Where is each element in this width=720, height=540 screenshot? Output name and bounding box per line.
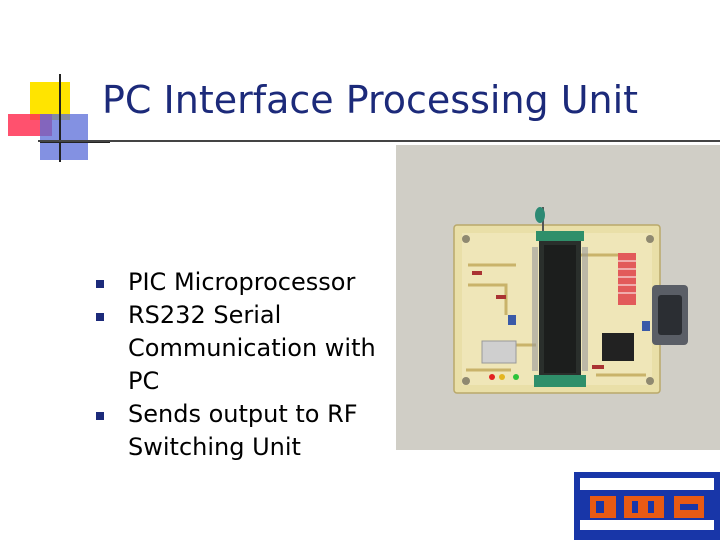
circuit-board-photo: [396, 145, 720, 450]
title-divider: [38, 140, 720, 142]
bullet-item: PIC Microprocessor: [96, 266, 396, 299]
bullet-item: Sends output to RF Switching Unit: [96, 398, 396, 464]
slide-title: PC Interface Processing Unit: [102, 78, 639, 122]
square-bullet-icon: [96, 412, 104, 420]
company-logo-icon: [574, 472, 720, 540]
title-accent-graphic: [8, 74, 110, 162]
bullet-text: Sends output to RF Switching Unit: [128, 400, 358, 461]
bullet-text: RS232 Serial Communication with PC: [128, 301, 376, 395]
square-bullet-icon: [96, 280, 104, 288]
bullet-item: RS232 Serial Communication with PC: [96, 299, 396, 398]
square-bullet-icon: [96, 313, 104, 321]
bullet-list: PIC Microprocessor RS232 Serial Communic…: [96, 266, 396, 464]
bullet-text: PIC Microprocessor: [128, 268, 356, 296]
